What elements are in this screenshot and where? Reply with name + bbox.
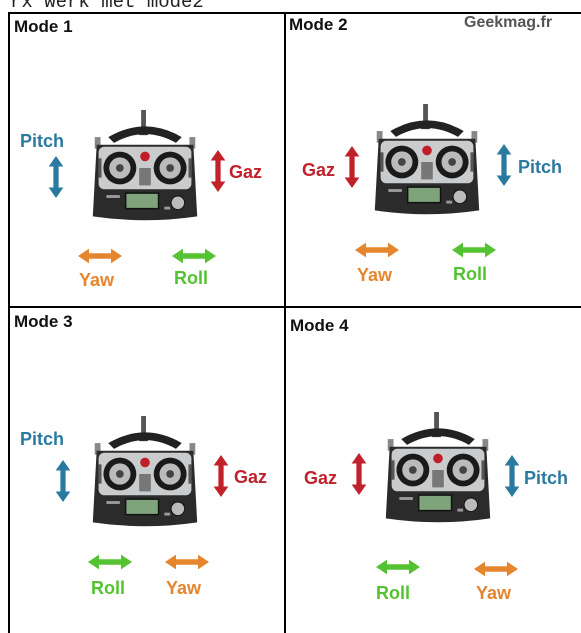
- mode-grid: [8, 12, 581, 633]
- rc-transmitter-icon: [87, 102, 203, 234]
- horizontal-arrow-icon: [355, 241, 399, 259]
- horizontal-arrow-icon: [165, 553, 209, 571]
- vertical-arrow-icon: [55, 460, 71, 502]
- rc-transmitter-icon: [369, 96, 485, 228]
- horizontal-arrow-icon: [452, 241, 496, 259]
- vertical-arrow-icon: [504, 455, 520, 497]
- roll-label: Roll: [91, 578, 125, 598]
- horizontal-arrow-icon: [474, 560, 518, 578]
- gaz-label: Gaz: [229, 162, 263, 182]
- roll-label: Roll: [453, 264, 487, 284]
- horizontal-arrow-icon: [78, 247, 122, 265]
- mode-2-title: Mode 2: [289, 15, 348, 34]
- gaz-label: Gaz: [234, 467, 268, 487]
- pitch-label: Pitch: [20, 131, 65, 151]
- vertical-arrow-icon: [496, 144, 512, 186]
- mode-3-title: Mode 3: [14, 312, 73, 331]
- gaz-label: Gaz: [304, 468, 338, 488]
- vertical-divider: [284, 12, 286, 633]
- vertical-arrow-icon: [213, 455, 229, 497]
- horizontal-divider: [8, 306, 581, 308]
- roll-label: Roll: [376, 583, 410, 603]
- pitch-label: Pitch: [518, 157, 563, 177]
- vertical-arrow-icon: [48, 156, 64, 198]
- pitch-label: Pitch: [524, 468, 569, 488]
- horizontal-arrow-icon: [88, 553, 132, 571]
- brand-watermark: Geekmag.fr: [464, 14, 553, 31]
- yaw-label: Yaw: [166, 578, 202, 598]
- horizontal-arrow-icon: [376, 558, 420, 576]
- roll-label: Roll: [174, 268, 208, 288]
- vertical-arrow-icon: [351, 453, 367, 495]
- horizontal-arrow-icon: [172, 247, 216, 265]
- page-caption: rx werk met mode2: [10, 0, 204, 13]
- mode-4-title: Mode 4: [290, 316, 349, 335]
- rc-transmitter-icon: [380, 404, 496, 536]
- vertical-arrow-icon: [210, 150, 226, 192]
- pitch-label: Pitch: [20, 429, 65, 449]
- yaw-label: Yaw: [476, 583, 512, 603]
- mode-1-title: Mode 1: [14, 17, 73, 36]
- rc-transmitter-icon: [87, 408, 203, 540]
- yaw-label: Yaw: [357, 265, 393, 285]
- yaw-label: Yaw: [79, 270, 115, 290]
- vertical-arrow-icon: [344, 146, 360, 188]
- gaz-label: Gaz: [302, 160, 336, 180]
